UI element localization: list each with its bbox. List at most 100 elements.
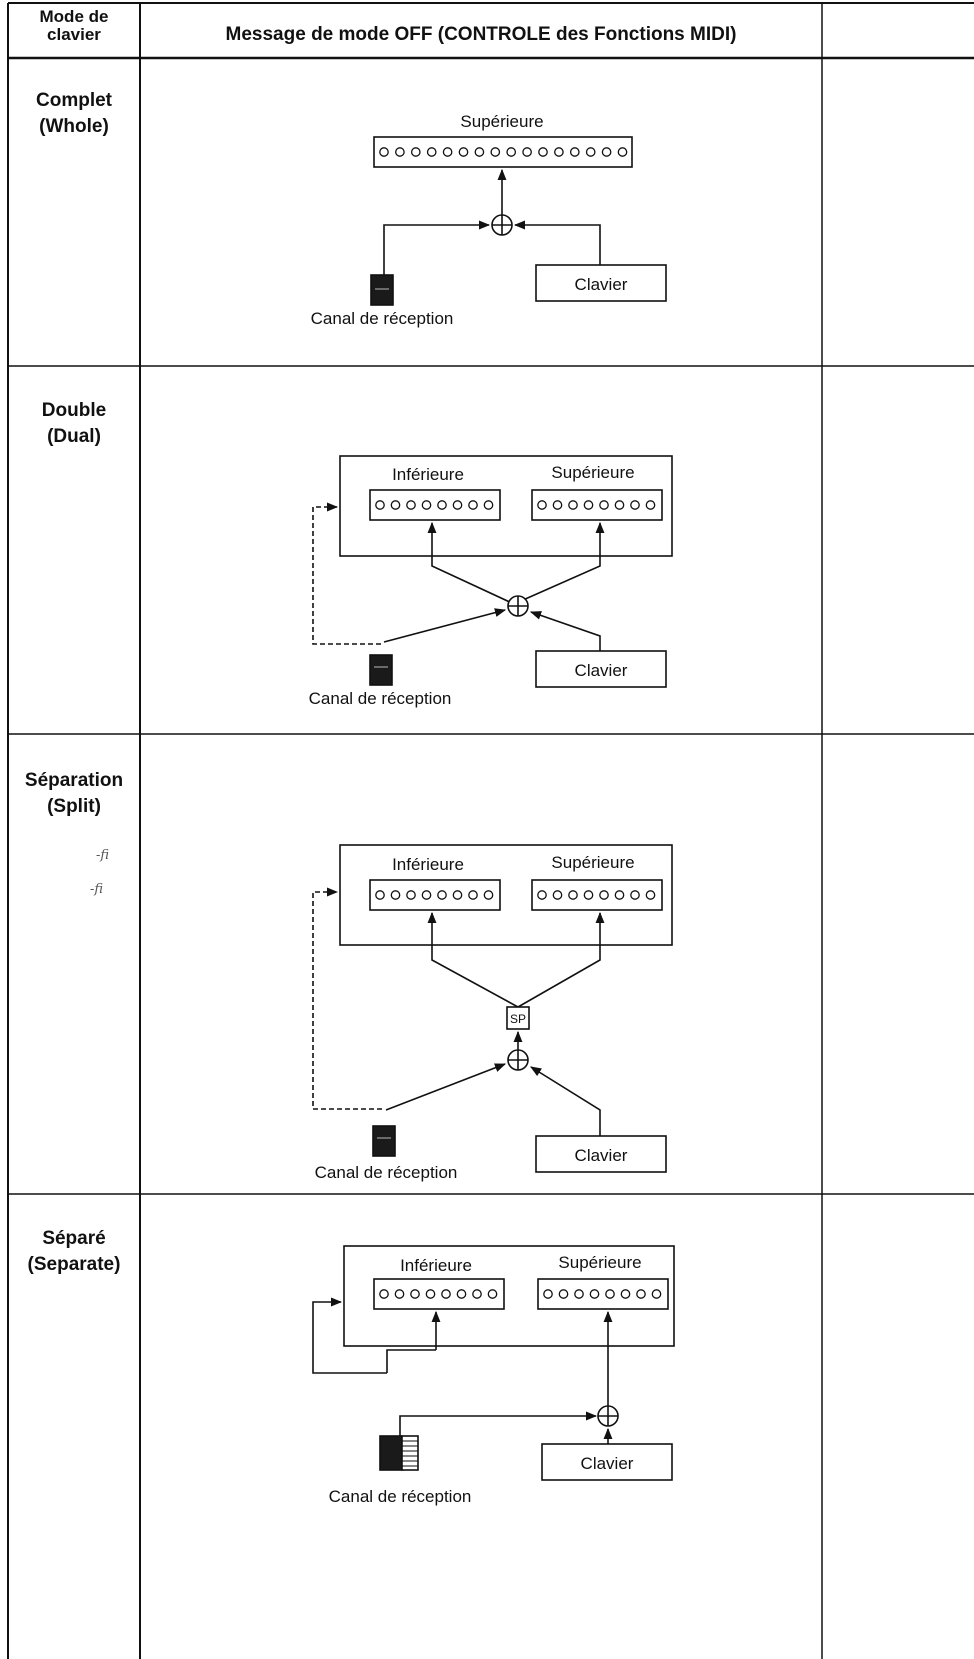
mode-name: Séparation [24,770,124,791]
keyboard-box [535,264,667,302]
mode-name-en: (Dual) [47,426,101,447]
indicator-dots [537,500,656,510]
indicator-dot [468,890,478,900]
sound-module-frame [339,844,673,946]
indicator-dot [425,1289,436,1299]
indicator-dot [601,147,612,157]
lower-keyboard-box [373,1278,505,1310]
indicator-dot [522,147,532,157]
indicator-dot [537,500,547,510]
indicator-dot [379,1289,389,1299]
indicator-dot [390,890,401,900]
keyboard-box [535,1135,667,1173]
upper-keyboard-box [537,1278,669,1310]
indicator-dot [468,500,478,510]
receive-channel-label: Canal de réception [309,689,452,708]
indicator-dot [630,890,640,900]
receive-channel-label: Canal de réception [315,1163,458,1182]
lower-label: Inférieure [400,1256,472,1275]
indicator-dot [617,147,628,157]
indicator-dot [645,500,656,510]
header-mode-column: Mode de clavier [8,8,140,44]
diagram-dual: Inférieure Supérieure Clavier Canal de r… [309,455,673,708]
keyboard-box [541,1443,673,1481]
indicator-dot [506,147,517,157]
keyboard-label: Clavier [575,661,628,680]
indicator-dot [441,1289,451,1299]
lower-keyboard-box [369,879,501,911]
indicator-dot [487,1289,498,1299]
sound-module-frame [343,1245,675,1347]
mode-name: Complet [36,90,112,111]
indicator-dot [490,147,501,157]
indicator-dot [574,1289,584,1299]
indicator-dots [379,1289,498,1299]
mode-name-en: (Separate) [27,1254,121,1275]
margin-scribble: -fi [96,848,110,863]
indicator-dot [636,1289,646,1299]
indicator-dot [474,147,485,157]
keyboard-label: Clavier [575,275,628,294]
lower-label: Inférieure [392,465,464,484]
sound-module-frame [339,455,673,557]
keyboard-label: Clavier [575,1146,628,1165]
indicator-dot [456,1289,467,1299]
lower-label: Inférieure [392,855,464,874]
upper-keyboard-box [531,879,663,911]
mode-name-en: (Split) [47,796,101,817]
indicator-dots [375,500,494,510]
diagram-separate: Inférieure Supérieure Clavier Canal [312,1245,675,1506]
upper-label: Supérieure [551,853,634,872]
indicator-dot [390,500,401,510]
indicator-dot [568,500,578,510]
indicator-dot [583,890,594,900]
receive-channel-block [370,274,394,306]
indicator-dot [375,500,385,510]
indicator-dot [452,890,463,900]
keyboard-box [535,650,667,688]
row-label-split: Séparation (Split) [8,768,140,820]
indicator-dot [410,147,421,157]
split-point-box [506,1006,530,1030]
indicator-dots [379,147,628,157]
indicator-dot [483,500,494,510]
margin-scribble: -fi [90,882,104,897]
indicator-dot [379,147,389,157]
indicator-dot [552,500,563,510]
split-point-label: SP [510,1012,526,1026]
receive-channel-block [379,1435,403,1471]
indicator-dot [554,147,564,157]
indicator-dot [614,890,625,900]
indicator-dot [614,500,625,510]
indicator-dot [537,890,547,900]
indicator-dot [583,500,594,510]
row-label-separate: Séparé (Separate) [8,1226,140,1278]
receive-channel-block [372,1125,396,1157]
indicator-dot [630,500,640,510]
diagram-split: Inférieure Supérieure SP Clavier Canal d… [312,844,673,1182]
indicator-dot [375,890,385,900]
indicator-dots [537,890,656,900]
indicator-dot [543,1289,553,1299]
header-mode-line1: Mode de [39,7,109,26]
indicator-dot [406,500,416,510]
upper-label: Supérieure [558,1253,641,1272]
upper-keyboard-box [531,489,663,521]
indicator-dot [651,1289,662,1299]
indicator-dot [585,147,596,157]
table-grid [7,2,974,1659]
indicator-dot [483,890,494,900]
indicator-dot [421,890,432,900]
mode-name: Séparé [42,1228,106,1249]
lower-keyboard-box [369,489,501,521]
channel-stripes [402,1440,418,1467]
indicator-dot [568,890,578,900]
header-message-column: Message de mode OFF (CONTROLE des Foncti… [225,24,737,45]
indicator-dot [472,1289,482,1299]
mode-name-en: (Whole) [39,116,109,137]
diagram-whole: Supérieure Clavier Canal de réception [311,112,667,328]
indicator-dot [426,147,437,157]
indicator-dot [538,147,548,157]
receive-channel-label: Canal de réception [329,1487,472,1506]
